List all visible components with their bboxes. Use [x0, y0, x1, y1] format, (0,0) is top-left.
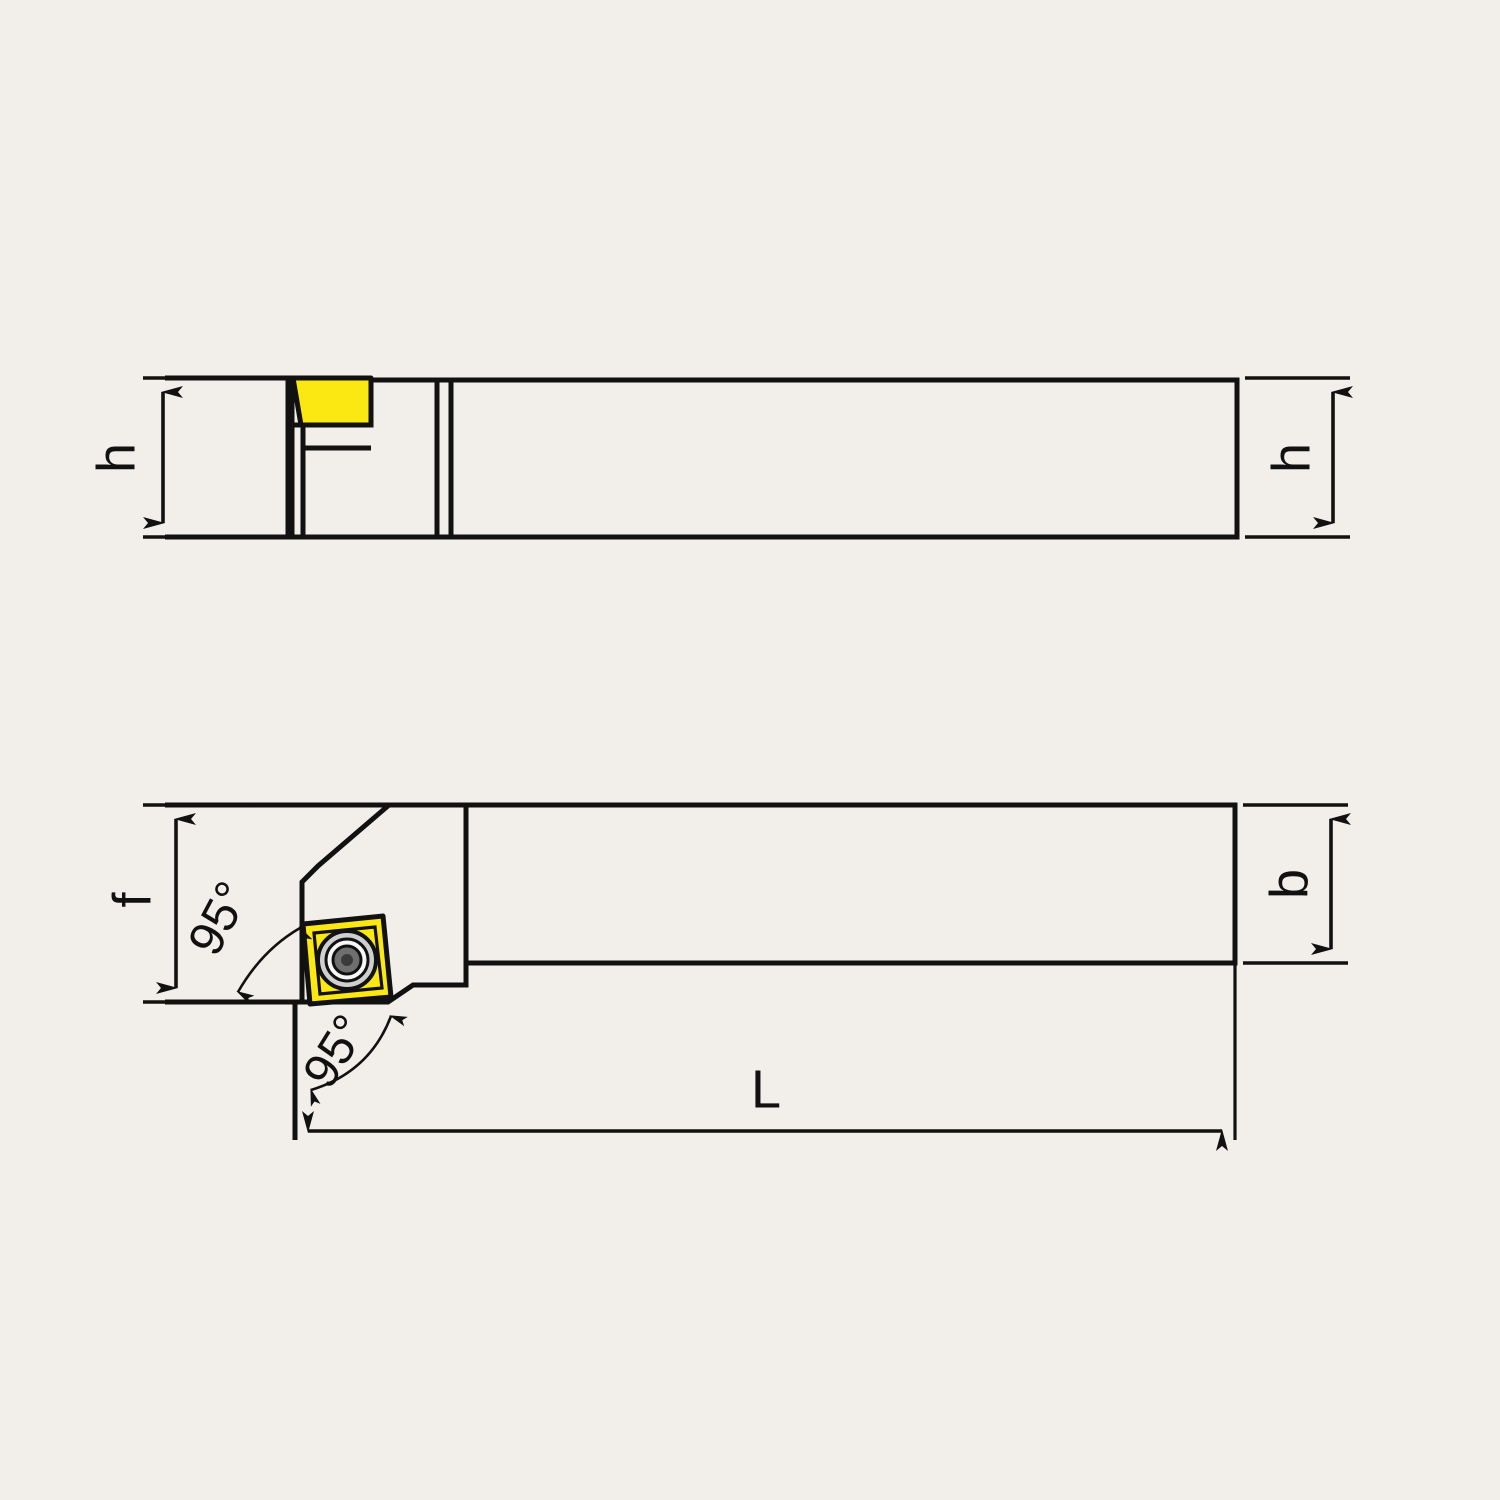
h-right-label: h	[1261, 443, 1321, 473]
top-view-shank-body	[463, 802, 1238, 966]
dimension-f: f	[102, 803, 250, 1004]
top-view-insert-chipgroove	[312, 925, 384, 996]
top-view-head-relief	[387, 983, 466, 1004]
insert-screw-core	[341, 954, 353, 966]
dimension-h-left: h	[86, 376, 255, 539]
dimension-L: L	[302, 1059, 1228, 1151]
dimension-h-right: h	[1245, 376, 1353, 539]
side-view-insert	[290, 375, 374, 428]
f-label: f	[102, 892, 162, 908]
dimension-b: b	[1243, 803, 1351, 965]
b-label: b	[1259, 869, 1319, 899]
top-view-insert-assembly	[300, 913, 394, 1007]
side-view-group: h h	[86, 375, 1353, 540]
angle-upper-arc	[236, 926, 313, 1005]
h-left-label: h	[86, 443, 146, 473]
angle-lower-arc	[310, 1015, 408, 1107]
L-label: L	[751, 1059, 781, 1119]
side-view-shank-body	[287, 377, 1240, 540]
